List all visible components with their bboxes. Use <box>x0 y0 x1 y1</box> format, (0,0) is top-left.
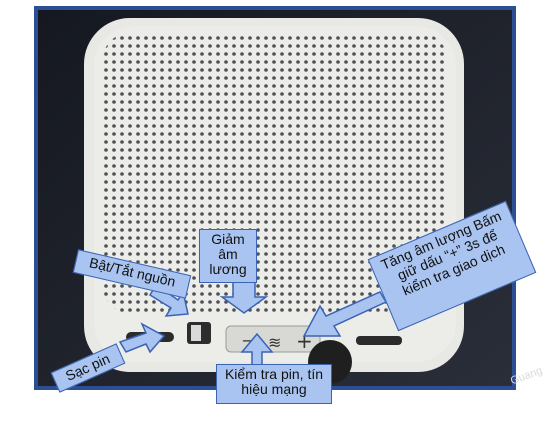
speaker-photo: — ≋ + <box>38 10 512 386</box>
svg-text:—: — <box>242 330 260 351</box>
photo-frame: — ≋ + <box>34 6 516 390</box>
label-volume-down: Giảm âm lương <box>199 229 257 283</box>
speaker-grille <box>102 32 448 314</box>
svg-text:≋: ≋ <box>268 333 281 352</box>
svg-text:+: + <box>296 329 313 353</box>
label-battery-network: Kiểm tra pin, tín hiệu mạng <box>216 364 332 404</box>
side-port <box>356 336 402 345</box>
charge-port <box>126 332 174 342</box>
